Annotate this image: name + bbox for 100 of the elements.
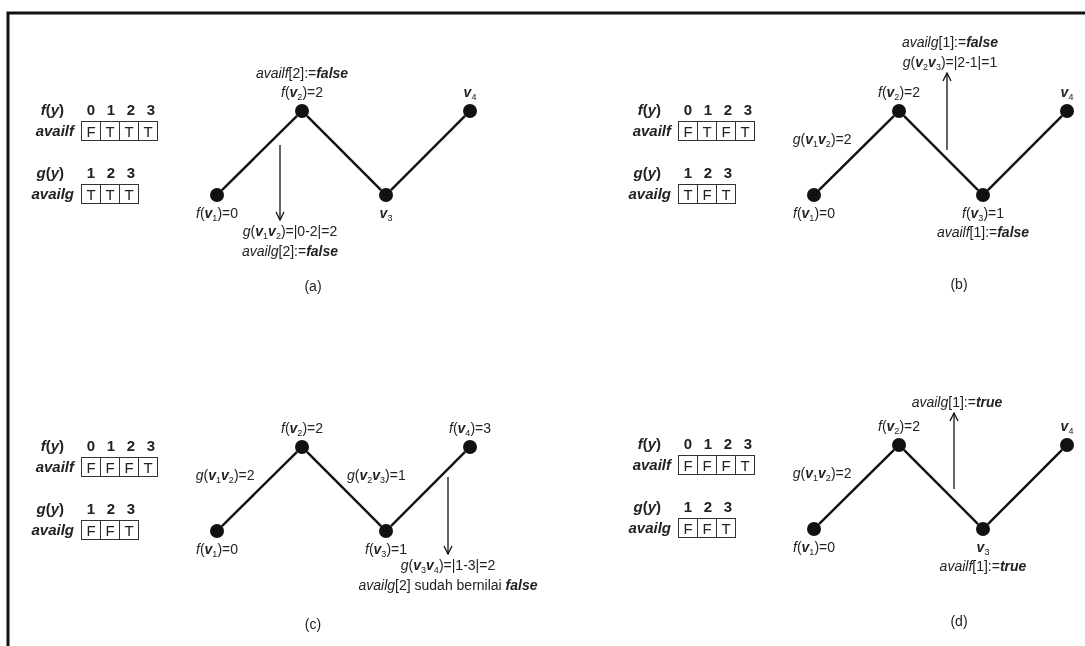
index-header: 1 bbox=[703, 435, 713, 452]
annotation-text: availg[2]:=false bbox=[241, 242, 339, 261]
index-header: 2 bbox=[723, 101, 733, 118]
row-header: availf bbox=[35, 122, 74, 139]
table-cell: T bbox=[678, 184, 698, 204]
index-header: 1 bbox=[86, 164, 96, 181]
vertex-dot bbox=[463, 440, 477, 454]
vertex-label: v$_{4}$ bbox=[1060, 83, 1074, 102]
panel-caption: (d) bbox=[950, 612, 968, 630]
index-header: 2 bbox=[126, 101, 136, 118]
vertex-label: f(v$_{2}$)=2 bbox=[281, 419, 323, 438]
vertex-label: f(v$_{3}$)=1 bbox=[962, 204, 1004, 223]
vertex-label: f(v$_{4}$)=3 bbox=[449, 419, 491, 438]
vertex-dot bbox=[892, 438, 906, 452]
table-cell: F bbox=[697, 455, 717, 475]
row-header: f(y) bbox=[637, 101, 661, 118]
graph-edge bbox=[987, 115, 1063, 191]
panel-caption: (b) bbox=[950, 275, 968, 293]
index-header: 2 bbox=[126, 437, 136, 454]
index-header: 1 bbox=[86, 500, 96, 517]
arrow bbox=[443, 476, 453, 555]
table-cell: T bbox=[716, 184, 736, 204]
table-cell: F bbox=[119, 457, 139, 477]
table-cell: T bbox=[119, 184, 139, 204]
index-header: 1 bbox=[106, 101, 116, 118]
graph-edge bbox=[818, 449, 895, 525]
index-header: 3 bbox=[723, 498, 733, 515]
table-cell: T bbox=[735, 455, 755, 475]
index-header: 2 bbox=[723, 435, 733, 452]
table-cell: T bbox=[138, 457, 158, 477]
annotation-text: g(v$_{2}$v$_{3}$)=|2-1|=1 bbox=[901, 53, 999, 72]
vertex-dot bbox=[807, 522, 821, 536]
index-header: 2 bbox=[703, 498, 713, 515]
table-cell: F bbox=[697, 518, 717, 538]
vertex-label: f(v$_{2}$)=2 bbox=[281, 83, 323, 102]
table-cell: T bbox=[119, 121, 139, 141]
vertex-dot bbox=[379, 188, 393, 202]
row-header: g(y) bbox=[36, 500, 64, 517]
table-cell: T bbox=[697, 121, 717, 141]
vertex-dot bbox=[976, 522, 990, 536]
graph-edge bbox=[221, 115, 298, 191]
graph-edge bbox=[221, 451, 298, 527]
edge-label: g(v$_{1}$v$_{2}$)=2 bbox=[791, 130, 853, 148]
vertex-label: f(v$_{2}$)=2 bbox=[878, 417, 920, 436]
vertex-dot bbox=[295, 440, 309, 454]
index-header: 0 bbox=[86, 437, 96, 454]
table-cell: F bbox=[100, 457, 120, 477]
table-cell: F bbox=[678, 518, 698, 538]
row-header: availf bbox=[632, 122, 671, 139]
table-cell: T bbox=[81, 184, 101, 204]
table-cell: F bbox=[716, 121, 736, 141]
vertex-dot bbox=[976, 188, 990, 202]
table-cell: F bbox=[81, 457, 101, 477]
graph-edge bbox=[390, 115, 466, 191]
vertex-dot bbox=[295, 104, 309, 118]
row-header: g(y) bbox=[633, 498, 661, 515]
annotation-text: availg[1]:=true bbox=[911, 393, 1003, 412]
index-header: 0 bbox=[86, 101, 96, 118]
vertex-dot bbox=[379, 524, 393, 538]
row-header: g(y) bbox=[36, 164, 64, 181]
graph-edge bbox=[390, 451, 466, 527]
index-header: 2 bbox=[106, 500, 116, 517]
vertex-label: availf[2]:=false bbox=[255, 64, 349, 83]
vertex-dot bbox=[1060, 104, 1074, 118]
index-header: 3 bbox=[146, 437, 156, 454]
annotation-text: availg[2] sudah bernilai false bbox=[358, 576, 538, 595]
table-cell: F bbox=[697, 184, 717, 204]
arrow bbox=[949, 412, 959, 490]
index-header: 0 bbox=[683, 101, 693, 118]
vertex-label: availf[1]:=false bbox=[936, 223, 1030, 242]
index-header: 0 bbox=[683, 435, 693, 452]
row-header: availf bbox=[35, 458, 74, 475]
table-cell: T bbox=[119, 520, 139, 540]
row-header: f(y) bbox=[40, 101, 64, 118]
index-header: 1 bbox=[683, 164, 693, 181]
index-header: 1 bbox=[703, 101, 713, 118]
index-header: 3 bbox=[723, 164, 733, 181]
graph-edge bbox=[903, 449, 979, 525]
graph-edge bbox=[903, 115, 979, 191]
vertex-dot bbox=[463, 104, 477, 118]
table-cell: F bbox=[678, 455, 698, 475]
row-header: f(y) bbox=[40, 437, 64, 454]
edge-label: g(v$_{1}$v$_{2}$)=2 bbox=[194, 466, 256, 484]
table-cell: T bbox=[735, 121, 755, 141]
row-header: g(y) bbox=[633, 164, 661, 181]
table-cell: T bbox=[138, 121, 158, 141]
row-header: availg bbox=[31, 521, 74, 538]
vertex-label: f(v$_{1}$)=0 bbox=[196, 204, 238, 223]
row-header: f(y) bbox=[637, 435, 661, 452]
row-header: availf bbox=[632, 456, 671, 473]
vertex-dot bbox=[807, 188, 821, 202]
table-cell: T bbox=[100, 121, 120, 141]
panel-caption: (a) bbox=[304, 277, 322, 295]
table-cell: T bbox=[716, 518, 736, 538]
table-cell: F bbox=[100, 520, 120, 540]
edge-label: g(v$_{1}$v$_{2}$)=2 bbox=[791, 464, 853, 482]
panel-caption: (c) bbox=[304, 615, 322, 633]
vertex-label: availf[1]:=true bbox=[939, 557, 1027, 576]
edge-label: g(v$_{2}$v$_{3}$)=1 bbox=[346, 466, 407, 484]
index-header: 3 bbox=[146, 101, 156, 118]
